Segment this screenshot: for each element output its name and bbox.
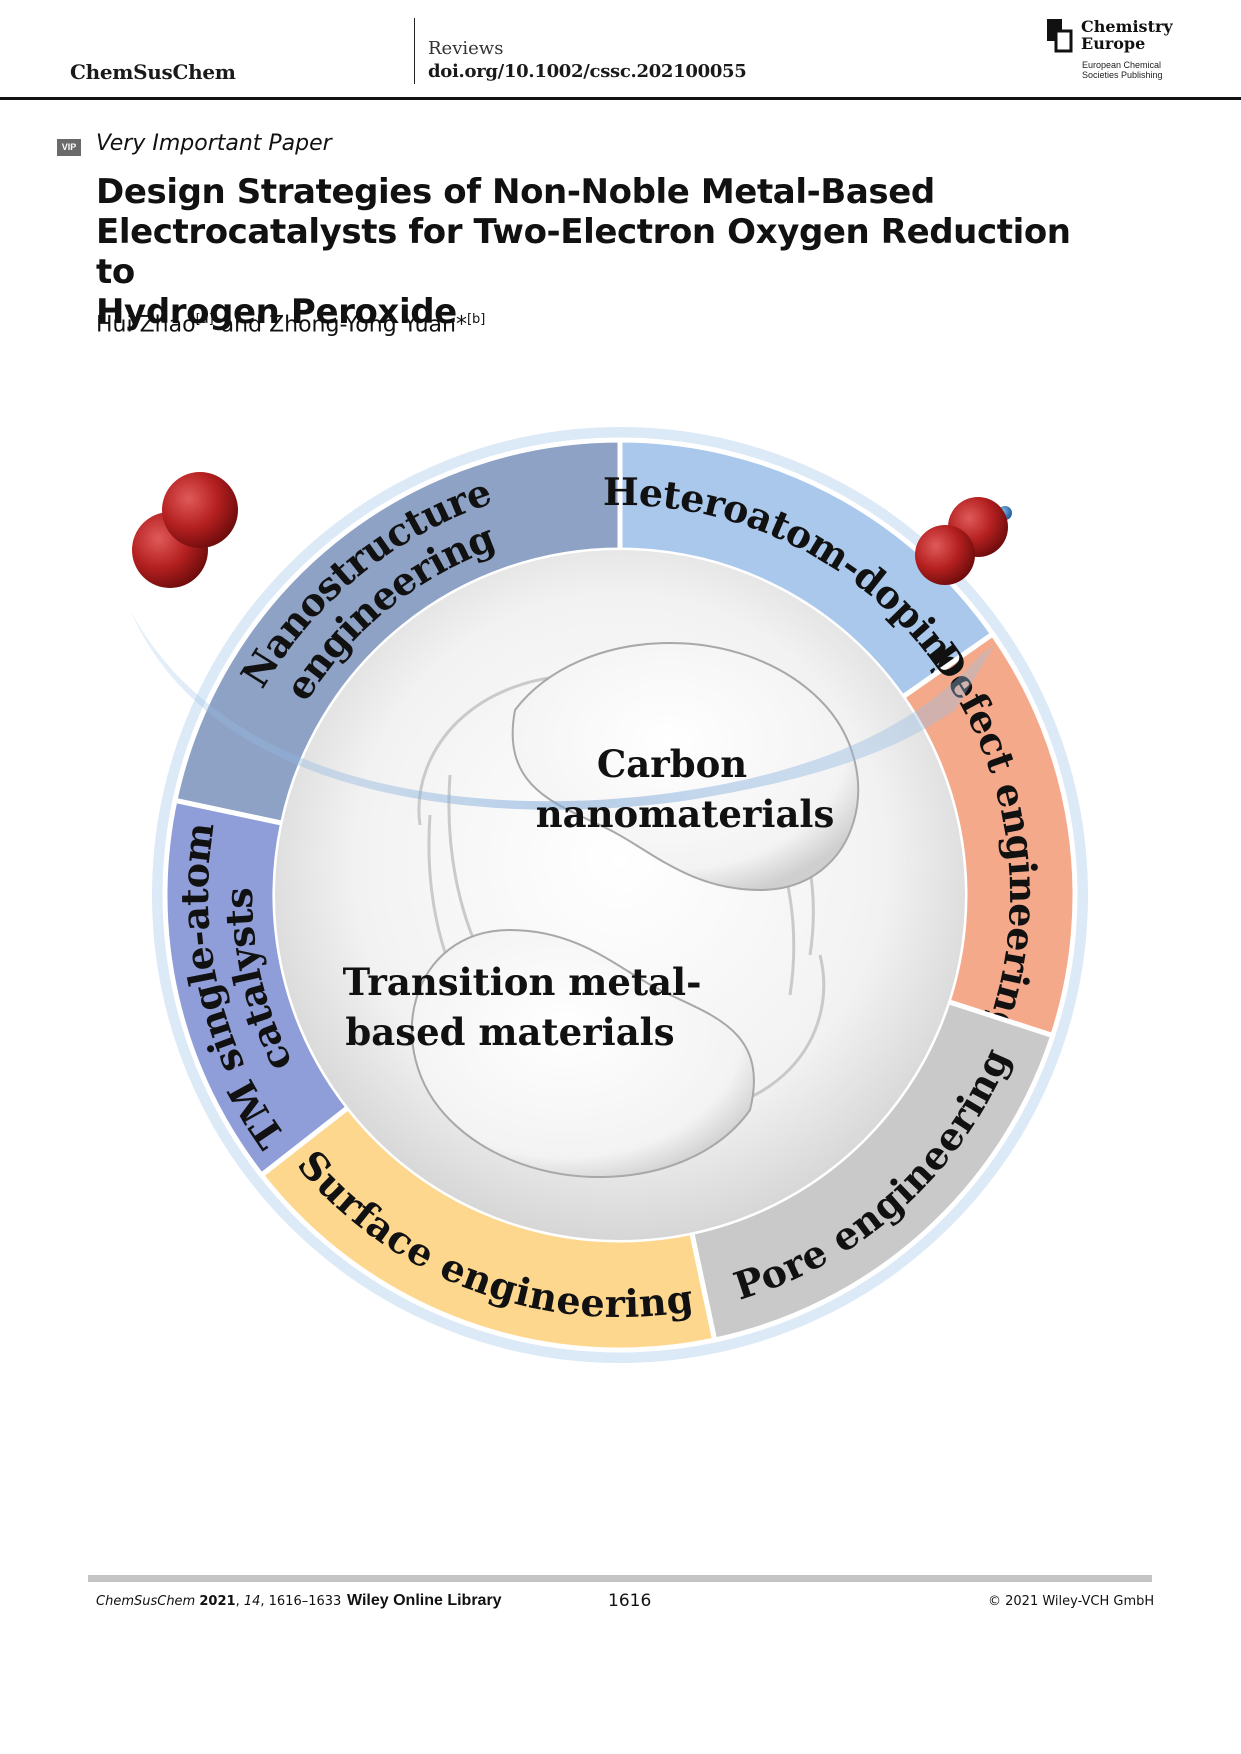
article-category: Very Important Paper — [96, 131, 332, 156]
citation-year: 2021 — [199, 1594, 236, 1609]
affiliation-mark: [b] — [466, 312, 486, 327]
title-line-2: Electrocatalysts for Two-Electron Oxygen… — [96, 212, 1071, 292]
ring-glow — [152, 427, 1088, 1363]
hydrogen-peroxide-molecule-icon — [915, 497, 1012, 585]
publisher-sub-line1: European Chemical — [1082, 60, 1162, 70]
core-bottom-line-2: based materials — [345, 1010, 674, 1054]
publisher-subtitle: European Chemical Societies Publishing — [1082, 60, 1163, 80]
wiley-online-library-link[interactable]: Wiley Online Library — [347, 1592, 502, 1609]
publisher-name-line2: Europe — [1081, 34, 1146, 53]
author-conjunction: and — [213, 312, 270, 338]
segment-label-path: TM molecular — [120, 395, 141, 414]
core-top-line-1: Carbon — [597, 742, 747, 786]
core-bottom-line-1: Transition metal- — [343, 960, 702, 1004]
core-bulb-bottom — [410, 928, 755, 1178]
doi-link[interactable]: doi.org/10.1002/cssc.202100055 — [428, 61, 747, 82]
vip-badge-icon: VIP — [57, 139, 81, 156]
author-name[interactable]: Hui Zhao — [96, 312, 196, 338]
section-label: Reviews — [428, 38, 504, 59]
citation: ChemSusChem 2021, 14, 1616–1633 — [96, 1594, 342, 1609]
segment-label: TM molecular — [120, 395, 141, 414]
header-rule — [0, 97, 1241, 100]
footer-rule — [88, 1575, 1152, 1582]
publisher-name-line1: Chemistry — [1081, 17, 1173, 36]
title-line-3: Hydrogen Peroxide — [96, 292, 457, 332]
affiliation-mark: [a] — [195, 312, 214, 327]
segment-label: catalysts — [120, 395, 132, 414]
citation-volume: 14 — [243, 1594, 261, 1609]
journal-name: ChemSusChem — [70, 60, 236, 84]
corresponding-mark: * — [455, 312, 467, 338]
copyright: © 2021 Wiley-VCH GmbH — [988, 1594, 1155, 1609]
citation-journal: ChemSusChem — [96, 1594, 196, 1609]
author-name[interactable]: Zhong-Yong Yuan — [269, 312, 456, 338]
core-top-line-2: nanomaterials — [536, 792, 835, 836]
chemistry-europe-logo-icon — [1047, 19, 1073, 53]
core-labels: Carbon nanomaterials Transition metal- b… — [343, 742, 835, 1054]
author-list: Hui Zhao[a] and Zhong-Yong Yuan*[b] — [96, 312, 485, 337]
title-line-1: Design Strategies of Non-Noble Metal-Bas… — [96, 172, 935, 212]
citation-pages: 1616–1633 — [268, 1594, 342, 1609]
oxygen-molecule-icon — [132, 472, 238, 588]
core-bulb-top — [511, 642, 860, 892]
publisher-name: Chemistry Europe — [1081, 18, 1173, 52]
strategy-wheel-diagram: NanostructureengineeringHeteroatom-dopin… — [120, 395, 1088, 1363]
segment-label-path: catalysts — [120, 395, 132, 414]
header-divider — [414, 18, 415, 84]
page-number: 1616 — [608, 1591, 652, 1611]
article-title: Design Strategies of Non-Noble Metal-Bas… — [96, 172, 1096, 332]
publisher-sub-line2: Societies Publishing — [1082, 70, 1163, 80]
